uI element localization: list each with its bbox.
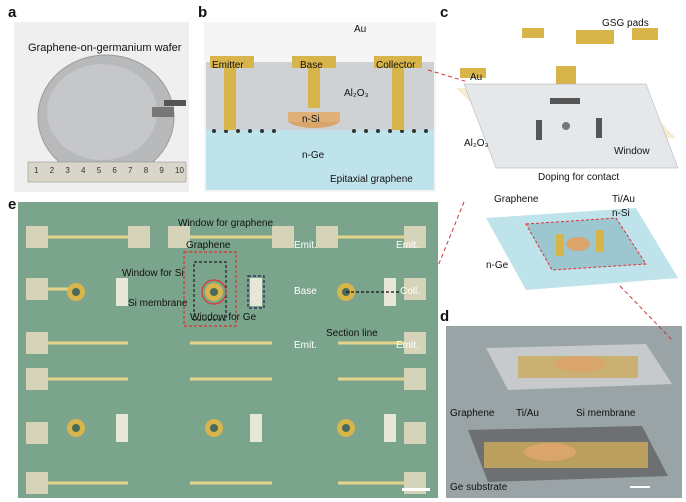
label-tiau-d: Ti/Au (516, 408, 539, 419)
label-al2o3-c: Al₂O₃ (464, 138, 489, 149)
panel-letter-d: d (440, 308, 450, 325)
exploded-view-drawing (456, 28, 679, 290)
label-epitaxial-graphene: Epitaxial graphene (330, 174, 413, 185)
label-section-line: Section line (326, 328, 378, 339)
wafer-photo: Graphene-on-germanium wafer 1 2 3 4 5 6 … (14, 22, 189, 192)
optical-micrograph: Window for graphene Graphene Window for … (18, 202, 438, 498)
ruler-num: 3 (65, 166, 70, 175)
label-si-membrane-d: Si membrane (576, 408, 636, 419)
label-window: Window (614, 146, 650, 157)
ruler-num: 2 (49, 166, 55, 175)
panel-letter-c: c (440, 4, 449, 21)
label-base-e: Base (294, 286, 317, 297)
device-3d-exploded: GSG pads Au Al₂O₃ Window Doping for cont… (446, 18, 684, 308)
sem-drawing (468, 344, 672, 488)
ruler-num: 6 (112, 166, 117, 175)
sem-micrograph: Graphene Ti/Au Si membrane Ge substrate (446, 326, 682, 498)
ruler-num: 10 (175, 166, 184, 175)
label-window-ge: Window for Ge (190, 312, 257, 323)
cross-section-drawing (206, 56, 434, 190)
label-graphene-c: Graphene (494, 194, 539, 205)
label-tiau-c: Ti/Au (612, 194, 635, 205)
label-emit-2: Emit. (396, 240, 419, 251)
label-doping-contact: Doping for contact (538, 172, 620, 183)
ruler-num: 1 (34, 166, 39, 175)
label-nge-c: n-Ge (486, 260, 509, 271)
label-graphene-d: Graphene (450, 408, 495, 419)
ruler-numbers: 1 2 3 4 5 6 7 8 9 10 (34, 166, 184, 175)
label-nsi: n-Si (302, 114, 320, 125)
panel-letter-b: b (198, 4, 208, 21)
label-window-si: Window for Si (122, 268, 184, 279)
label-emit-1: Emit. (294, 240, 317, 251)
label-base: Base (300, 60, 323, 71)
ruler-num: 4 (81, 166, 86, 175)
panel-letter-e: e (8, 196, 17, 213)
label-emitter: Emitter (212, 60, 244, 71)
label-emit-4: Emit. (396, 340, 419, 351)
label-si-membrane-e: Si membrane (128, 298, 188, 309)
label-emit-3: Emit. (294, 340, 317, 351)
ruler-num: 7 (128, 166, 133, 175)
ruler-num: 8 (143, 166, 149, 175)
panel-letter-a: a (8, 4, 17, 21)
label-ge-substrate: Ge substrate (450, 482, 508, 493)
label-coll: Coll. (400, 286, 421, 297)
label-nge: n-Ge (302, 150, 325, 161)
ruler-num: 9 (159, 166, 164, 175)
label-al2o3: Al₂O₃ (344, 88, 369, 99)
label-collector: Collector (376, 60, 416, 71)
label-window-graphene: Window for graphene (178, 218, 274, 229)
label-graphene-e: Graphene (186, 240, 231, 251)
device-array-drawing (26, 226, 430, 494)
ruler-num: 5 (96, 166, 102, 175)
wafer-illustration (27, 54, 187, 183)
label-au-c: Au (470, 72, 483, 83)
label-nsi-c: n-Si (612, 208, 630, 219)
wafer-title: Graphene-on-germanium wafer (28, 42, 182, 54)
device-cross-section: Au Emitter Base Collector Al₂O₃ n-Si n-G… (204, 22, 436, 192)
label-gsg-pads: GSG pads (602, 18, 649, 29)
label-au: Au (354, 24, 367, 35)
